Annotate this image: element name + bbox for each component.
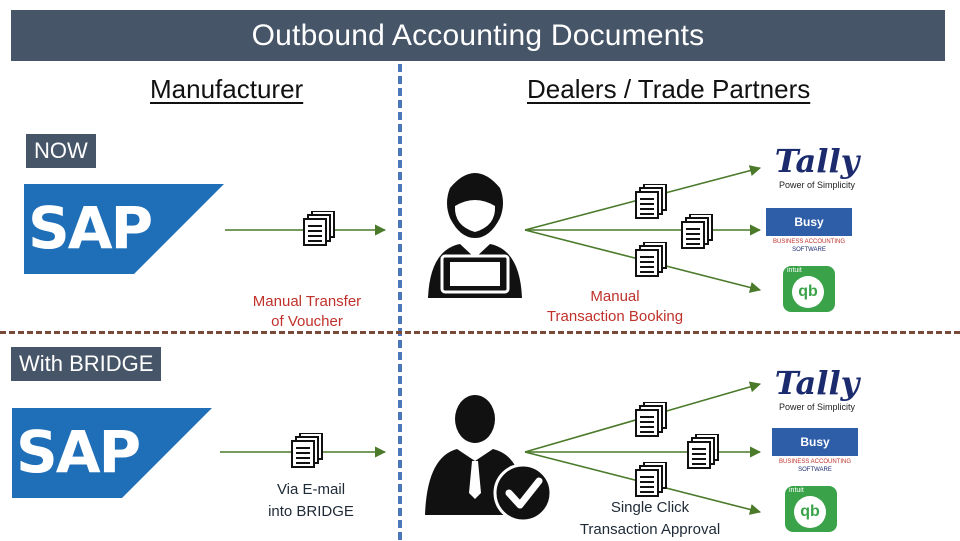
document-stack-icon <box>687 434 719 469</box>
sap-logo-text: SAP <box>28 194 153 262</box>
quickbooks-icon: qb <box>794 496 826 528</box>
busy-tagline: SOFTWARE <box>792 247 826 253</box>
quickbooks-logo: intuit qb <box>785 486 837 532</box>
horizontal-divider <box>0 331 960 334</box>
page-title: Outbound Accounting Documents <box>251 18 705 52</box>
busy-tagline: BUSINESS ACCOUNTING <box>772 239 845 245</box>
label-line: into BRIDGE <box>268 503 354 520</box>
busy-tagline: SOFTWARE <box>798 467 832 473</box>
busy-tagline: BUSINESS ACCOUNTING <box>778 459 851 465</box>
intuit-text: intuit <box>789 487 804 494</box>
busy-logo-text: Busy <box>772 428 858 456</box>
label-line: Via E-mail <box>276 481 346 498</box>
sap-logo-bridge: SAP <box>12 408 212 503</box>
sap-logo-text: SAP <box>16 418 141 486</box>
section-tag-now: NOW <box>26 134 96 168</box>
document-stack-icon <box>635 462 667 497</box>
document-stack-icon <box>635 242 667 277</box>
busy-logo: Busy BUSINESS ACCOUNTING SOFTWARE <box>772 428 858 474</box>
user-laptop-icon <box>428 173 522 298</box>
label-line: Single Click <box>610 499 690 516</box>
tally-tagline: Power of Simplicity <box>778 402 856 412</box>
quickbooks-icon: qb <box>792 276 824 308</box>
document-stack-icon <box>635 184 667 219</box>
businessman-check-icon <box>425 395 553 523</box>
busy-logo: Busy BUSINESS ACCOUNTING SOFTWARE <box>766 208 852 254</box>
label-line: Manual Transfer <box>252 293 362 310</box>
intuit-text: intuit <box>787 267 802 274</box>
label-single-click: Single Click Transaction Approval <box>560 497 740 541</box>
document-stack-icon <box>303 211 335 246</box>
busy-logo-text: Busy <box>766 208 852 236</box>
tally-logo: Tally Power of Simplicity <box>772 142 862 190</box>
vertical-divider <box>398 64 402 540</box>
quickbooks-logo: intuit qb <box>783 266 835 312</box>
document-stack-icon <box>291 433 323 468</box>
sap-logo-now: SAP <box>24 184 224 279</box>
document-stack-icon <box>681 214 713 249</box>
tally-logo-text: Tally <box>774 142 860 180</box>
tally-logo: Tally Power of Simplicity <box>772 364 862 412</box>
column-header-manufacturer: Manufacturer <box>150 74 304 104</box>
label-manual-booking: Manual Transaction Booking <box>530 287 700 327</box>
label-line: of Voucher <box>271 313 343 330</box>
title-bar: Outbound Accounting Documents <box>11 10 945 61</box>
tally-logo-text: Tally <box>774 364 860 402</box>
label-line: Manual <box>590 288 640 305</box>
section-tag-bridge: With BRIDGE <box>11 347 162 381</box>
tally-tagline: Power of Simplicity <box>778 180 856 190</box>
label-line: Transaction Booking <box>546 308 684 325</box>
column-header-dealers: Dealers / Trade Partners <box>527 74 811 104</box>
label-line: Transaction Approval <box>579 521 721 538</box>
label-manual-transfer: Manual Transfer of Voucher <box>232 292 382 332</box>
document-stack-icon <box>635 402 667 437</box>
label-via-email: Via E-mail into BRIDGE <box>236 479 386 523</box>
